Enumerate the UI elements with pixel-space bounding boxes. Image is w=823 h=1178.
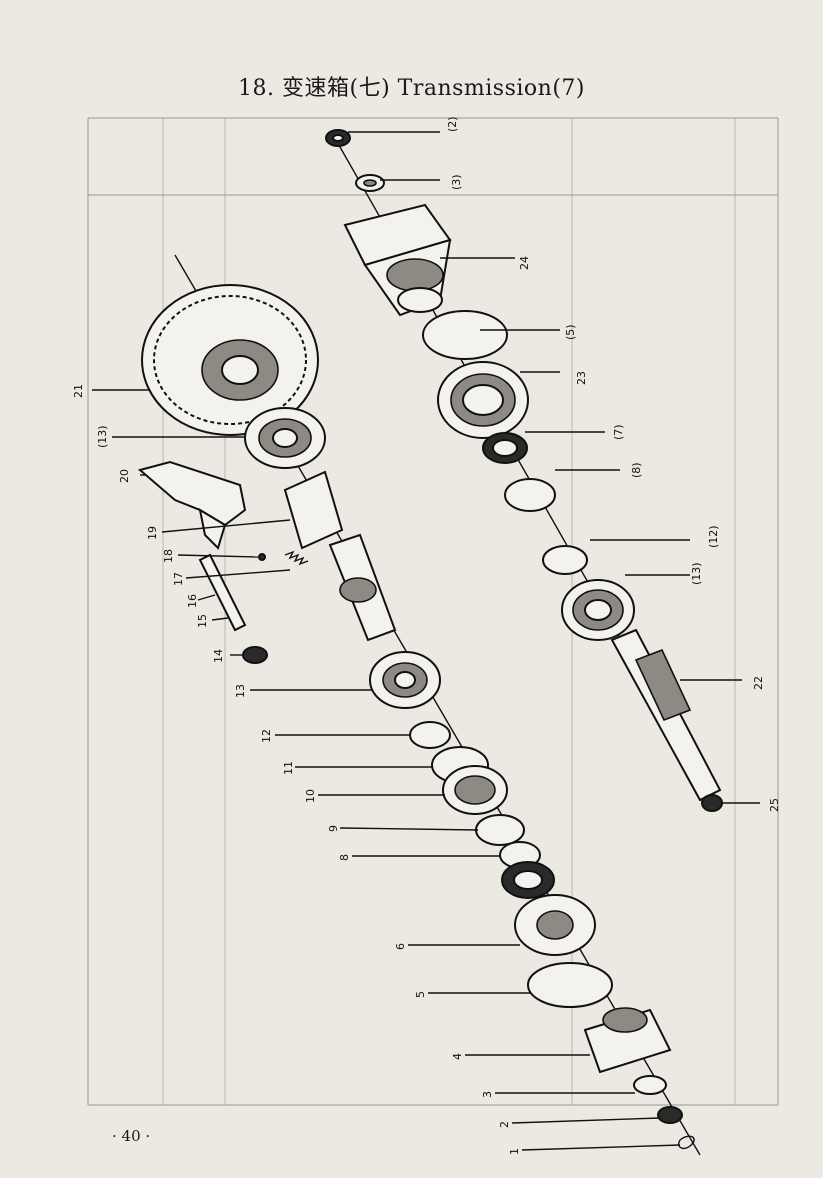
callout-p2: (2) — [446, 116, 459, 132]
shaft-nut-25 — [701, 794, 723, 812]
callout-22: 22 — [752, 676, 765, 690]
callout-p13b: (13) — [690, 562, 703, 585]
callout-p7: (7) — [612, 424, 625, 440]
circlip-8 — [504, 478, 556, 512]
callout-9: 9 — [327, 825, 340, 832]
seal-ring-5 — [527, 962, 613, 1008]
callout-8: 8 — [338, 854, 351, 861]
callout-20: 20 — [118, 469, 131, 483]
bearing-cup-10 — [442, 765, 508, 815]
callout-labels: (2) (3) 24 (5) 23 (7) (8) (12) (13) 22 2… — [72, 116, 781, 1155]
callout-21: 21 — [72, 384, 85, 398]
nut-2 — [657, 1106, 683, 1124]
circlip-12-lower — [409, 721, 451, 749]
callout-p12: (12) — [707, 525, 720, 548]
detent-spring-17 — [284, 550, 309, 566]
ball-bearing-13-left — [244, 407, 326, 469]
callout-1: 1 — [508, 1148, 521, 1155]
ball-bearing-13-lower — [369, 651, 441, 709]
callout-p13a: (13) — [96, 425, 109, 448]
callout-18: 18 — [162, 549, 175, 563]
callout-p5: (5) — [564, 324, 577, 340]
callout-11: 11 — [282, 761, 295, 775]
bleed-through-table — [87, 117, 779, 1106]
callout-12: 12 — [260, 729, 273, 743]
ball-bearing-13-right — [561, 579, 635, 641]
callout-13: 13 — [234, 684, 247, 698]
callout-14: 14 — [212, 649, 225, 663]
flange-cover-4 — [583, 1007, 672, 1074]
top-washer — [355, 174, 385, 192]
seal-ring-upper — [422, 310, 508, 360]
callout-p8: (8) — [630, 462, 643, 478]
ring-9 — [475, 814, 525, 846]
callout-4: 4 — [451, 1053, 464, 1060]
leader-lines — [92, 131, 760, 1151]
bearing-housing-23 — [437, 361, 529, 439]
output-gear-21 — [141, 284, 319, 436]
callout-3: 3 — [481, 1091, 494, 1098]
page-number: · 40 · — [112, 1127, 151, 1145]
output-shaft-22 — [610, 628, 722, 802]
callout-p3: (3) — [450, 174, 463, 190]
bushing-19 — [283, 470, 344, 550]
callout-5: 5 — [414, 991, 427, 998]
callout-25: 25 — [768, 798, 781, 812]
washer-14 — [242, 646, 268, 664]
callout-19: 19 — [146, 526, 159, 540]
shift-fork-20 — [137, 460, 247, 550]
washer-3 — [633, 1075, 667, 1095]
circlip-12 — [542, 545, 588, 575]
callout-23: 23 — [575, 371, 588, 385]
spline-shaft — [328, 533, 397, 642]
callout-10: 10 — [304, 789, 317, 803]
top-nut — [325, 129, 351, 147]
oil-seal-7 — [482, 432, 528, 464]
callout-2: 2 — [498, 1121, 511, 1128]
bearing-cover-6 — [514, 894, 596, 956]
callout-6: 6 — [394, 943, 407, 950]
callout-17: 17 — [172, 572, 185, 586]
callout-15: 15 — [196, 614, 209, 628]
shift-rod-16 — [198, 553, 247, 632]
oil-seal-7-lower — [501, 861, 555, 899]
callout-24: 24 — [518, 256, 531, 270]
detent-ball-18 — [258, 553, 266, 561]
callout-16: 16 — [186, 594, 199, 608]
page-title: 18. 变速箱(七) Transmission(7) — [238, 76, 585, 101]
flange-cover-24 — [343, 203, 452, 317]
